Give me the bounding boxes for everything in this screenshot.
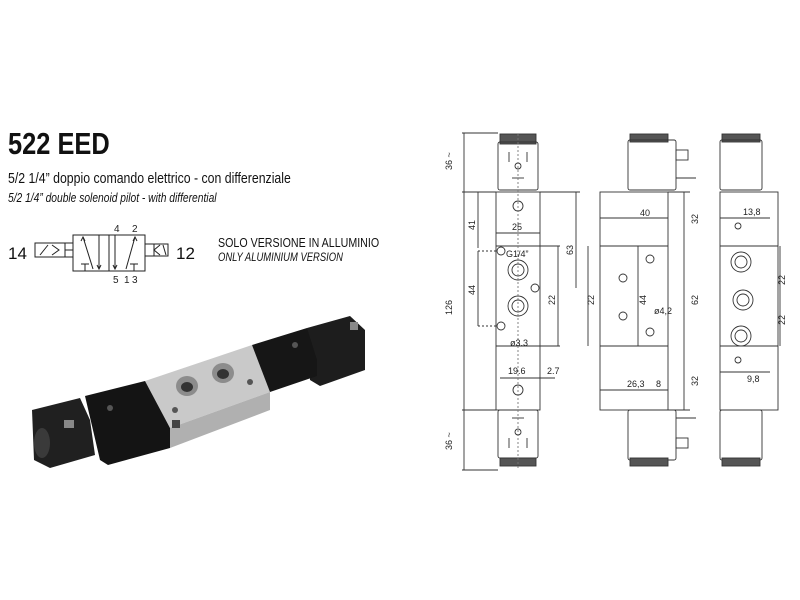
version-note-italian: SOLO VERSIONE IN ALLUMINIO — [218, 235, 380, 250]
hole-3-3: ø3.3 — [510, 338, 528, 348]
port-5-label: 5 — [113, 275, 119, 286]
dim-32-top: 32 — [690, 214, 700, 224]
valve-product-photo — [32, 316, 365, 468]
dim-9-8: 9,8 — [747, 374, 760, 384]
port-1-label: 1 — [124, 275, 130, 286]
dim-13-8: 13,8 — [743, 207, 761, 217]
dim-19-6: 19.6 — [508, 366, 526, 376]
thread-label: G1/4” — [506, 249, 529, 259]
port-2-label: 2 — [132, 224, 138, 235]
dim-coil-top: 36 ~ — [444, 152, 454, 170]
valve-symbol-icon: 4 2 5 1 3 — [34, 224, 169, 286]
dim-40: 40 — [640, 208, 650, 218]
port-4-label: 4 — [114, 224, 120, 235]
version-note-english: ONLY ALUMINIUM VERSION — [218, 252, 343, 264]
dim-62: 62 — [690, 295, 700, 305]
dim-26-3: 26,3 — [627, 379, 645, 389]
dim-32-bottom: 32 — [690, 376, 700, 386]
dim-22-side: 22 — [586, 295, 596, 305]
dim-22-front: 22 — [547, 295, 557, 305]
hole-4-2: ø4,2 — [654, 306, 672, 316]
product-code-title: 522 EED — [8, 126, 110, 161]
dim-22-end-a: 22 — [777, 275, 787, 285]
dim-63: 63 — [565, 245, 575, 255]
dim-8: 8 — [656, 379, 661, 389]
technical-drawing: 36 ~ 126 36 ~ 41 44 63 22 25 G1/4” ø3.3 … — [444, 132, 787, 471]
dim-22-end-b: 22 — [777, 315, 787, 325]
subtitle-italian: 5/2 1/4” doppio comando elettrico - con … — [8, 170, 291, 187]
port-3-label: 3 — [132, 275, 138, 286]
dim-44-side: 44 — [638, 295, 648, 305]
dim-25: 25 — [512, 222, 522, 232]
port-12-label: 12 — [176, 244, 195, 263]
dim-total-126: 126 — [444, 300, 454, 315]
dim-44-front: 44 — [467, 285, 477, 295]
dim-coil-bottom: 36 ~ — [444, 432, 454, 450]
dim-2-7: 2.7 — [547, 366, 560, 376]
subtitle-english: 5/2 1/4” double solenoid pilot - with di… — [8, 191, 217, 205]
dim-41: 41 — [467, 220, 477, 230]
port-14-label: 14 — [8, 244, 27, 263]
